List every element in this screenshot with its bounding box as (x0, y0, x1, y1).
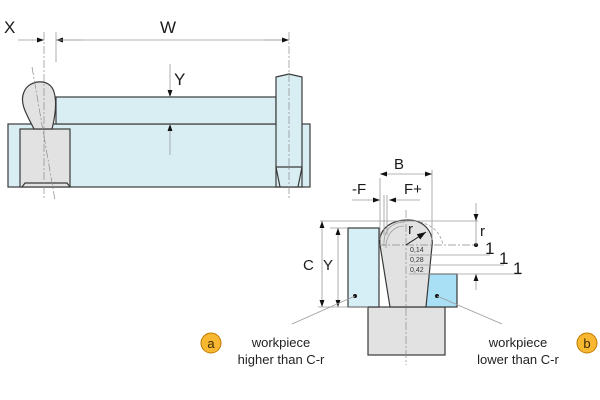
label-c: C (303, 257, 314, 274)
callout-a-line2: higher than C-r (238, 352, 325, 367)
clamp-housing (19, 128, 71, 188)
label-r-inner: r (408, 221, 413, 238)
top-view: X W Y (4, 18, 311, 201)
label-w: W (160, 18, 176, 37)
callout-a: a workpiece higher than C-r (200, 332, 325, 367)
label-b: B (394, 156, 404, 173)
badge-b (576, 332, 598, 354)
label-f-plus: F+ (404, 181, 422, 198)
leader-line-b (436, 295, 503, 325)
radius-arrow (405, 231, 427, 246)
callout-b-line2: lower than C-r (477, 352, 559, 367)
clamp-tilt-line (31, 66, 56, 201)
leader-line-a (291, 295, 356, 325)
head-profile-hint (383, 221, 406, 247)
step-1: 1 (485, 239, 494, 258)
label-y-detail: Y (323, 257, 333, 274)
head-arc-dashed (419, 221, 444, 246)
clamp-body (367, 306, 446, 356)
badge-a (200, 332, 222, 354)
workpiece-b (425, 273, 458, 308)
head-profile-hint-2 (385, 225, 405, 249)
pin-taper (275, 166, 303, 188)
clamp-housing-chamfer (21, 182, 71, 188)
label-y-top: Y (174, 70, 185, 89)
detail-view: r 0,14 0,28 0,42 1 1 1 r B -F F+ (291, 156, 522, 365)
callout-b: b workpiece lower than C-r (477, 332, 598, 367)
callout-a-line1: workpiece (251, 335, 311, 350)
offset-3: 0,42 (410, 267, 424, 274)
offset-2: 0,28 (410, 257, 424, 264)
label-r-side: r (480, 223, 485, 240)
step-3: 1 (513, 259, 522, 278)
workpiece-a (347, 227, 380, 308)
badge-a-label: a (207, 336, 215, 351)
offset-1: 0,14 (410, 247, 424, 254)
callout-b-line1: workpiece (488, 335, 548, 350)
badge-b-label: b (583, 336, 590, 351)
label-f-minus: -F (352, 181, 366, 198)
label-x: X (4, 18, 15, 37)
step-2: 1 (499, 249, 508, 268)
workpiece-bar (55, 96, 277, 125)
